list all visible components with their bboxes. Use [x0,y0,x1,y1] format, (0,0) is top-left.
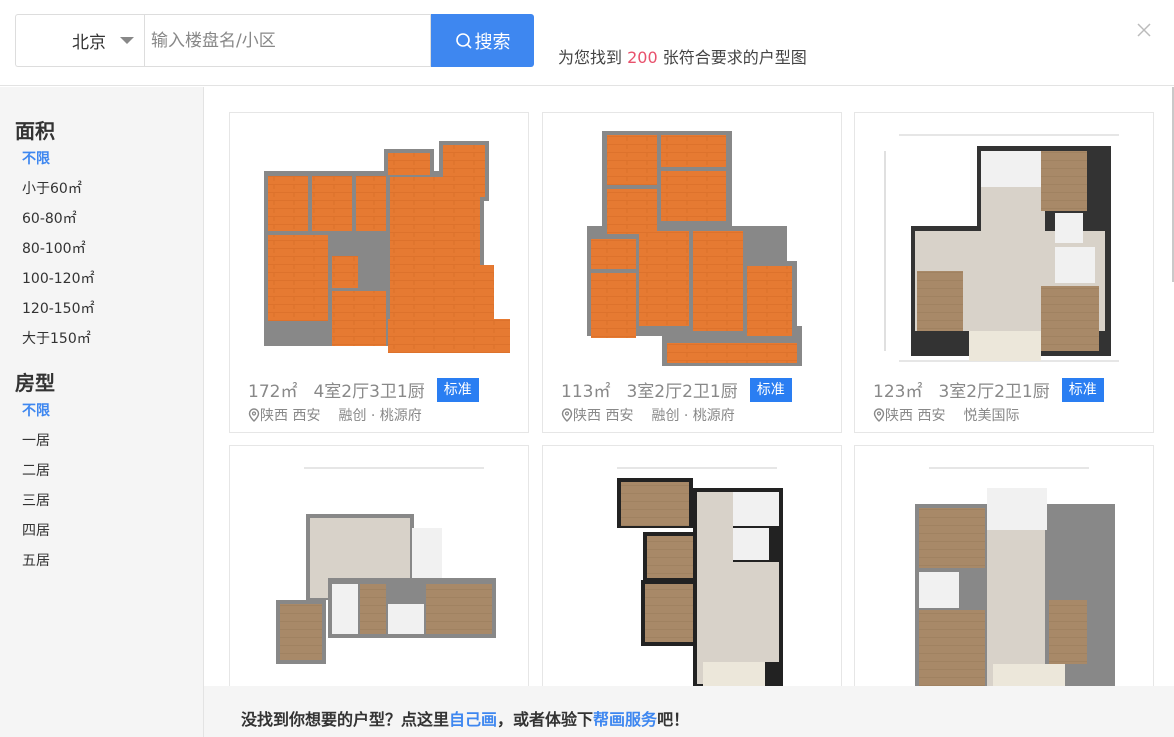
standard-badge: 标准 [436,377,479,402]
card-area: 172㎡ [248,382,298,402]
draw-service-link[interactable]: 帮画服务 [593,710,658,729]
search-group: 北京 搜索 [15,14,534,67]
card-location: 陕西 西安 悦美国际 [873,405,1019,425]
card-summary: 172㎡ 4室2厅3卫1厨 标准 [248,377,479,402]
card-rooms: 3室2厅2卫1厨 [626,382,738,402]
area-filter-100-120[interactable]: 100-120㎡ [22,271,95,287]
location-pin-icon [873,408,885,422]
chevron-down-icon [120,37,134,44]
layout-filter-3br[interactable]: 三居 [22,493,50,509]
scrollbar[interactable] [1172,87,1174,282]
card-area: 123㎡ [873,382,923,402]
card-location: 陕西 西安 融创 · 桃源府 [561,405,735,425]
search-button-label: 搜索 [474,31,511,53]
city-label: 北京 [72,33,106,53]
floorplan-image [264,141,510,353]
result-count-text: 为您找到 200 张符合要求的户型图 [558,44,807,68]
card-area: 113㎡ [561,382,611,402]
area-filter-any[interactable]: 不限 [22,151,50,167]
prompt-text-3: 吧！ [657,710,690,729]
floorplan-image [617,467,783,694]
floorplan-card[interactable]: 172㎡ 4室2厅3卫1厨 标准 陕西 西安 融创 · 桃源府 [229,112,529,433]
layout-filter-4br[interactable]: 四居 [22,523,50,539]
close-icon[interactable] [1136,22,1152,38]
search-button[interactable]: 搜索 [431,14,534,67]
card-location: 陕西 西安 融创 · 桃源府 [248,405,422,425]
result-prefix: 为您找到 [558,48,628,67]
location-pin-icon [561,408,573,422]
card-estate: 悦美国际 [963,408,1020,424]
layout-filter-2br[interactable]: 二居 [22,463,50,479]
card-city: 陕西 西安 [260,408,321,424]
prompt-text-2: ，或者体验下 [497,710,594,729]
layout-filter-5br[interactable]: 五居 [22,553,50,569]
draw-prompt-text: 没找到你想要的户型？点这里自己画，或者体验下帮画服务吧！ [241,706,689,730]
floorplan-grid: 172㎡ 4室2厅3卫1厨 标准 陕西 西安 融创 · 桃源府 [205,87,1173,737]
floorplan-image [587,131,802,366]
floorplan-card[interactable]: 123㎡ 3室2厅2卫1厨 标准 陕西 西安 悦美国际 [854,112,1154,433]
prompt-text-1: 没找到你想要的户型？点这里 [241,710,450,729]
filter-sidebar: 面积 不限 小于60㎡ 60-80㎡ 80-100㎡ 100-120㎡ 120-… [0,87,204,737]
card-summary: 113㎡ 3室2厅2卫1厨 标准 [561,377,792,402]
layout-filter-1br[interactable]: 一居 [22,433,50,449]
floorplan-card[interactable]: 113㎡ 3室2厅2卫1厨 标准 陕西 西安 融创 · 桃源府 [542,112,842,433]
card-city: 陕西 西安 [573,408,634,424]
location-pin-icon [248,408,260,422]
floorplan-card[interactable] [854,445,1154,737]
card-summary: 123㎡ 3室2厅2卫1厨 标准 [873,377,1104,402]
standard-badge: 标准 [749,377,792,402]
standard-badge: 标准 [1061,377,1104,402]
area-filter-under-60[interactable]: 小于60㎡ [22,181,82,197]
card-rooms: 4室2厅3卫1厨 [313,382,425,402]
area-filter-over-150[interactable]: 大于150㎡ [22,331,91,347]
card-estate: 融创 · 桃源府 [338,408,422,424]
search-input[interactable] [144,14,431,67]
draw-yourself-link[interactable]: 自己画 [449,710,498,729]
city-select[interactable]: 北京 [15,14,144,67]
draw-prompt-bar: 没找到你想要的户型？点这里自己画，或者体验下帮画服务吧！ [204,686,1174,737]
search-header: 北京 搜索 为您找到 200 张符合要求的户型图 [0,0,1174,86]
area-filter-80-100[interactable]: 80-100㎡ [22,241,86,257]
card-rooms: 3室2厅2卫1厨 [938,382,1050,402]
area-filter-60-80[interactable]: 60-80㎡ [22,211,77,227]
result-suffix: 张符合要求的户型图 [657,48,807,67]
layout-filter-any[interactable]: 不限 [22,403,50,419]
card-city: 陕西 西安 [885,408,946,424]
result-count-number: 200 [627,48,658,67]
floorplan-image [276,467,496,664]
search-icon [455,32,472,49]
card-estate: 融创 · 桃源府 [651,408,735,424]
area-filter-title: 面积 [15,119,55,143]
floorplan-image [884,134,1119,362]
layout-filter-title: 房型 [15,371,55,395]
floorplan-image [915,467,1115,700]
area-filter-120-150[interactable]: 120-150㎡ [22,301,95,317]
